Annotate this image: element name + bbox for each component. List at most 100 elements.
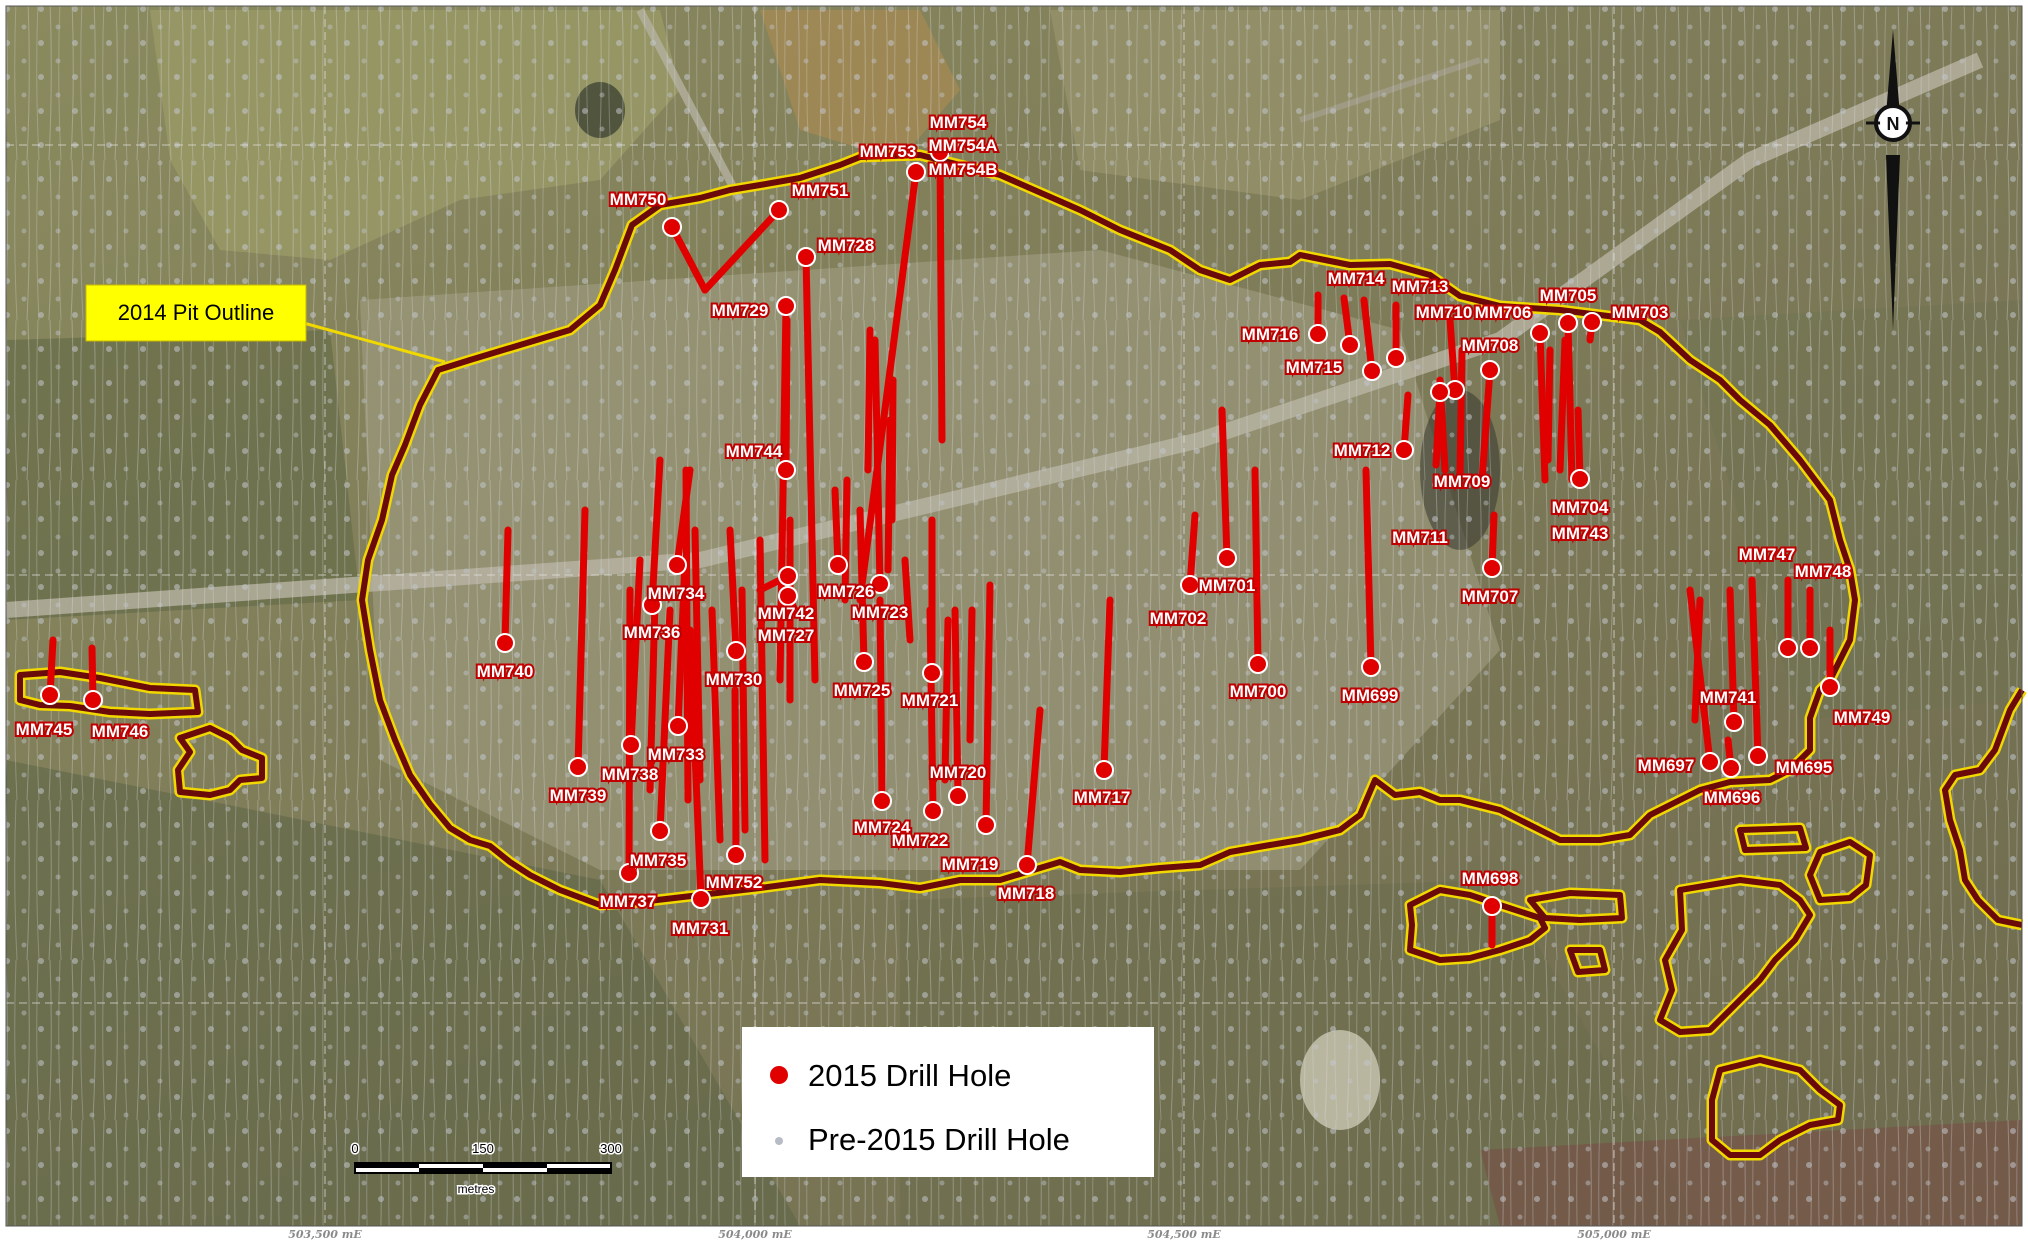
drill-label-mm739: MM739 — [550, 786, 607, 805]
drill-collar-mm723 — [870, 574, 890, 594]
drill-collar-mm733 — [668, 716, 688, 736]
drill-collar-mm714 — [1340, 335, 1360, 355]
callout-label: 2014 Pit Outline — [118, 300, 275, 325]
drill-trace-mm718 — [1023, 706, 1044, 869]
drill-collar-mm705 — [1558, 313, 1578, 333]
drill-collar-mm752 — [726, 845, 746, 865]
drill-label-mm747: MM747 — [1739, 545, 1796, 564]
drill-trace-mm708 — [1478, 366, 1494, 484]
drill-collar-mm751 — [769, 200, 789, 220]
easting-tick: 503,500 mE — [288, 1228, 362, 1241]
drill-collar-mm737 — [619, 863, 639, 883]
drill-collar-mm727 — [778, 586, 798, 606]
drill-label-mm721: MM721 — [902, 691, 959, 710]
easting-tick: 504,500 mE — [1147, 1228, 1221, 1241]
drill-label-mm722: MM722 — [892, 831, 949, 850]
drill-label-mm734: MM734 — [648, 584, 705, 603]
drill-collar-mm700 — [1248, 654, 1268, 674]
drill-label-mm754b: MM754B — [929, 160, 998, 179]
drill-collar-mm721 — [922, 663, 942, 683]
drill-label-mm702: MM702 — [1150, 609, 1207, 628]
drill-collar-mm726 — [828, 555, 848, 575]
drill-trace — [738, 586, 749, 834]
drill-trace-mm733 — [674, 556, 689, 730]
drill-trace-mm750 — [668, 223, 709, 294]
drill-trace-mm728 — [802, 253, 819, 684]
pit-outline-callout: 2014 Pit Outline — [85, 284, 446, 364]
drill-trace — [901, 556, 914, 644]
drill-trace-mm726 — [831, 486, 842, 569]
scale-tick-0: 0 — [351, 1141, 358, 1156]
drill-label-mm751: MM751 — [792, 181, 849, 200]
drill-trace-mm737 — [625, 586, 634, 877]
scale-bar: 0 150 300 metres — [350, 1140, 623, 1198]
drill-label-mm700: MM700 — [1230, 682, 1287, 701]
drill-trace-mm704 — [1574, 406, 1584, 483]
drill-label-mm696: MM696 — [1704, 788, 1761, 807]
drill-label-mm731: MM731 — [672, 919, 729, 938]
drill-label-mm754a: MM754A — [929, 136, 998, 155]
drill-label-mm703: MM703 — [1612, 303, 1669, 322]
drill-label-mm746: MM746 — [92, 722, 149, 741]
drill-label-mm709: MM709 — [1434, 472, 1491, 491]
drill-collar-mm750 — [662, 217, 682, 237]
drill-collar-mm745 — [40, 685, 60, 705]
drill-trace-mm710 — [1446, 316, 1459, 394]
drill-trace-mm744 — [782, 316, 791, 474]
drill-trace-mm741 — [1726, 586, 1738, 726]
drill-collar-mm709 — [1430, 382, 1450, 402]
drill-trace — [864, 326, 874, 474]
drill-collar-mm717 — [1094, 760, 1114, 780]
drill-collar-mm698 — [1482, 896, 1502, 916]
drill-collar-mm706 — [1530, 323, 1550, 343]
drill-trace-mm717 — [1100, 596, 1114, 774]
legend-2015-label: 2015 Drill Hole — [808, 1058, 1011, 1093]
drill-collar-mm740 — [495, 633, 515, 653]
scale-unit: metres — [458, 1182, 495, 1196]
map-frame — [5, 5, 2023, 1227]
drill-label-mm710: MM710 — [1416, 303, 1473, 322]
drill-trace-mm753 — [856, 168, 920, 604]
north-label: N — [1887, 114, 1900, 134]
drill-collar-mm725 — [854, 652, 874, 672]
drill-trace-mm700 — [1251, 466, 1262, 668]
pit-outline-2014 — [14, 149, 2027, 1161]
drill-collar-mm734 — [667, 555, 687, 575]
drill-trace — [1544, 346, 1554, 464]
coordinate-grid — [6, 6, 2022, 1226]
drill-label-mm705: MM705 — [1540, 286, 1597, 305]
drill-label-mm725: MM725 — [834, 681, 891, 700]
drill-collar-mm707 — [1482, 558, 1502, 578]
drill-label-mm753: MM753 — [860, 142, 917, 161]
drill-label-mm752: MM752 — [706, 873, 763, 892]
drill-label-mm713: MM713 — [1392, 277, 1449, 296]
drill-collar-mm695 — [1748, 746, 1768, 766]
drill-label-mm720: MM720 — [930, 763, 987, 782]
drill-trace-mm724 — [876, 596, 886, 805]
scale-tick-150: 150 — [472, 1141, 494, 1156]
drill-collar-mm701 — [1217, 548, 1237, 568]
drill-label-mm745: MM745 — [16, 720, 73, 739]
drill-trace-mm740 — [501, 526, 512, 647]
drill-label-mm717: MM717 — [1074, 788, 1131, 807]
drill-label-mm712: MM712 — [1334, 441, 1391, 460]
drill-label-mm729: MM729 — [712, 301, 769, 320]
drill-collar-mm744 — [776, 460, 796, 480]
drill-label-mm719: MM719 — [942, 855, 999, 874]
drill-trace-mm725 — [856, 506, 868, 666]
drill-trace — [841, 476, 851, 604]
drill-trace — [1556, 336, 1569, 474]
drill-collar-mm697 — [1700, 752, 1720, 772]
drill-collar-mm699 — [1361, 657, 1381, 677]
drill-label-mm736: MM736 — [624, 623, 681, 642]
drill-trace-mm754 — [936, 148, 946, 444]
drill-collar-mm702 — [1180, 575, 1200, 595]
drill-trace-mm702 — [1186, 511, 1199, 589]
drill-label-mm749: MM749 — [1834, 708, 1891, 727]
drill-label-mm737: MM737 — [600, 892, 657, 911]
drill-label-mm695: MM695 — [1776, 758, 1833, 777]
drill-collar-mm731 — [691, 889, 711, 909]
drill-collar-mm703 — [1582, 312, 1602, 332]
drill-label-mm706: MM706 — [1475, 303, 1532, 322]
